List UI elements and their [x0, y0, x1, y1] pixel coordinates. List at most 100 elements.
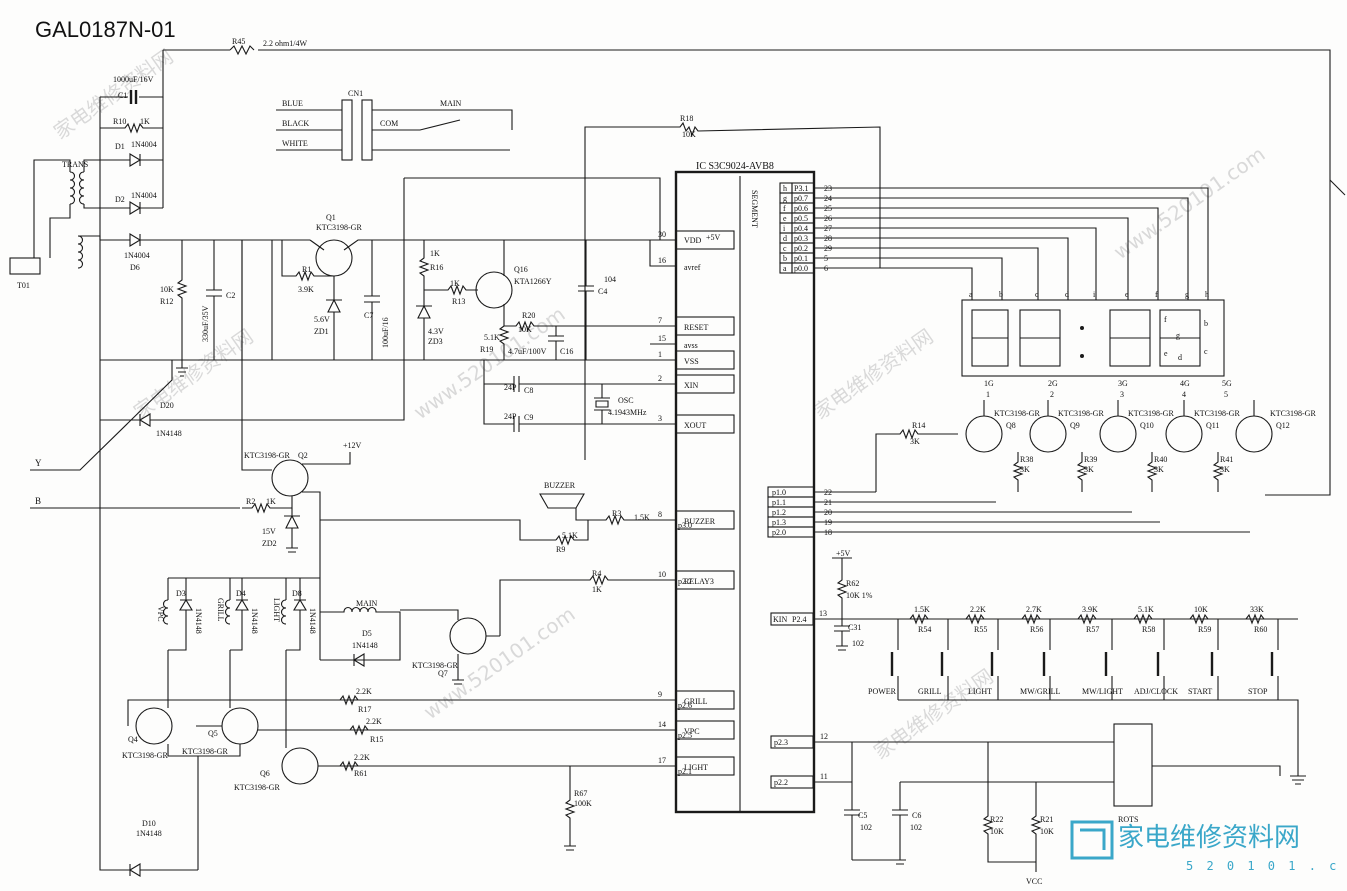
ic-left-pins: 30VDD16avref7RESET15avss1VSS2XIN3XOUT8BU… [658, 230, 735, 776]
q7-transistor [449, 617, 487, 655]
seg-port: P3.1 [794, 184, 808, 193]
r61-value: 2.2K [354, 753, 370, 762]
key-resistor-value: 33K [1250, 605, 1264, 614]
zd3-value: 4.3V [428, 327, 444, 336]
wire [320, 519, 556, 541]
d2-label: D2 [115, 195, 125, 204]
key-resistor [1189, 613, 1209, 625]
buzzer-symbol [539, 493, 585, 509]
zd1-zener [326, 298, 342, 360]
display-grid-number: 3 [1120, 390, 1124, 399]
seg-letter: b [783, 254, 787, 263]
r67-value: 100K [574, 799, 592, 808]
zd2-label: ZD2 [262, 539, 277, 548]
ic-pin-name: VDD [684, 236, 702, 245]
r9-resistor [555, 520, 589, 546]
rot-port-box [770, 735, 814, 749]
ic-pin-name: VPC [684, 727, 700, 736]
wire [372, 109, 513, 130]
r20-value: 10K [518, 325, 532, 334]
r14-value: 3K [910, 437, 920, 446]
c1-label: C1 [118, 91, 127, 100]
d2-value: 1N4004 [131, 191, 157, 200]
ic-pin-name: VSS [684, 357, 699, 366]
ic-pin-name: avss [684, 341, 698, 350]
d4-value: 1N4148 [250, 608, 259, 634]
q4-transistor [135, 707, 173, 745]
seg-wire [814, 227, 1097, 300]
r16-resistor [418, 240, 430, 290]
d6-label: D6 [130, 263, 140, 272]
grill-label: GRILL [216, 598, 225, 622]
ground-symbol [176, 367, 188, 377]
d4-label: D4 [236, 589, 246, 598]
cn1-black: BLACK [282, 119, 309, 128]
ground-symbol [1290, 775, 1306, 785]
wire [258, 49, 1331, 496]
ic-pin-number: 8 [658, 510, 662, 519]
kin-pin-num: 13 [819, 609, 827, 618]
grid-transistor-type: KTC3198-GR [1128, 409, 1174, 418]
key-resistor-value: 2.2K [970, 605, 986, 614]
r17-value: 2.2K [356, 687, 372, 696]
d5-diode [352, 653, 365, 667]
ic-pin-number: 7 [658, 316, 662, 325]
r45-resistor [229, 44, 255, 56]
segment-label: SEGMENT [750, 190, 759, 228]
wire [241, 240, 272, 471]
seg-letter: h [783, 184, 787, 193]
logo-url: 5 2 0 1 0 1 . c o m [1186, 859, 1347, 873]
kin-port [770, 612, 814, 626]
r62-label: R62 [846, 579, 859, 588]
ic-pin-number: 2 [658, 374, 662, 383]
key-resistor [909, 613, 929, 625]
key-label: MW/LIGHT [1082, 687, 1123, 696]
grid-transistor-label: Q10 [1140, 421, 1154, 430]
grid-transistor-type: KTC3198-GR [1058, 409, 1104, 418]
r19-value: 5.1K [484, 333, 500, 342]
q5-label: Q5 [208, 729, 218, 738]
q16-label: Q16 [514, 265, 528, 274]
d10-value: 1N4148 [136, 829, 162, 838]
rot-pin-number: 11 [820, 772, 828, 781]
c7-value: 100uF/16 [381, 317, 390, 348]
q7-type: KTC3198-GR [412, 661, 458, 670]
r10-value: 1K [140, 117, 150, 126]
watermark: 家电维修资料网 [49, 44, 177, 144]
key-resistor-label: R58 [1142, 625, 1155, 634]
display-inner-seg: c [1204, 347, 1208, 356]
c4-label: C4 [598, 287, 607, 296]
display-seg-label: c [1035, 290, 1039, 299]
grid-port: p1.0 [772, 488, 786, 497]
v12-label: +12V [343, 441, 362, 450]
wire [160, 178, 405, 421]
trans-label: TRANS [62, 160, 88, 169]
c7-capacitor [364, 240, 380, 360]
wire [78, 235, 101, 240]
r10-label: R10 [113, 117, 126, 126]
d4-diode [230, 578, 249, 651]
wire [49, 204, 71, 258]
wire [127, 699, 676, 726]
d5-value: 1N4148 [352, 641, 378, 650]
display-grid-label: 3G [1118, 379, 1128, 388]
ic-port-label: p2.7 [678, 577, 692, 586]
q4-type: KTC3198-GR [122, 751, 168, 760]
d8-diode [286, 578, 307, 651]
ic-pin-name: BUZZER [684, 517, 716, 526]
wire [649, 240, 676, 267]
c16-label: C16 [560, 347, 573, 356]
osc-crystal [594, 384, 610, 424]
wire [400, 609, 500, 685]
seg-letter: a [783, 264, 787, 273]
r1-label: R1 [302, 265, 311, 274]
c8-value: 24P [504, 383, 517, 392]
q16-type: KTA1266Y [514, 277, 552, 286]
r15-resistor [349, 724, 369, 736]
r17-label: R17 [358, 705, 371, 714]
r61-resistor [339, 760, 359, 772]
display-seg-label: a [969, 290, 973, 299]
ic-pin-name: RELAY3 [684, 577, 714, 586]
zd1-label: ZD1 [314, 327, 329, 336]
